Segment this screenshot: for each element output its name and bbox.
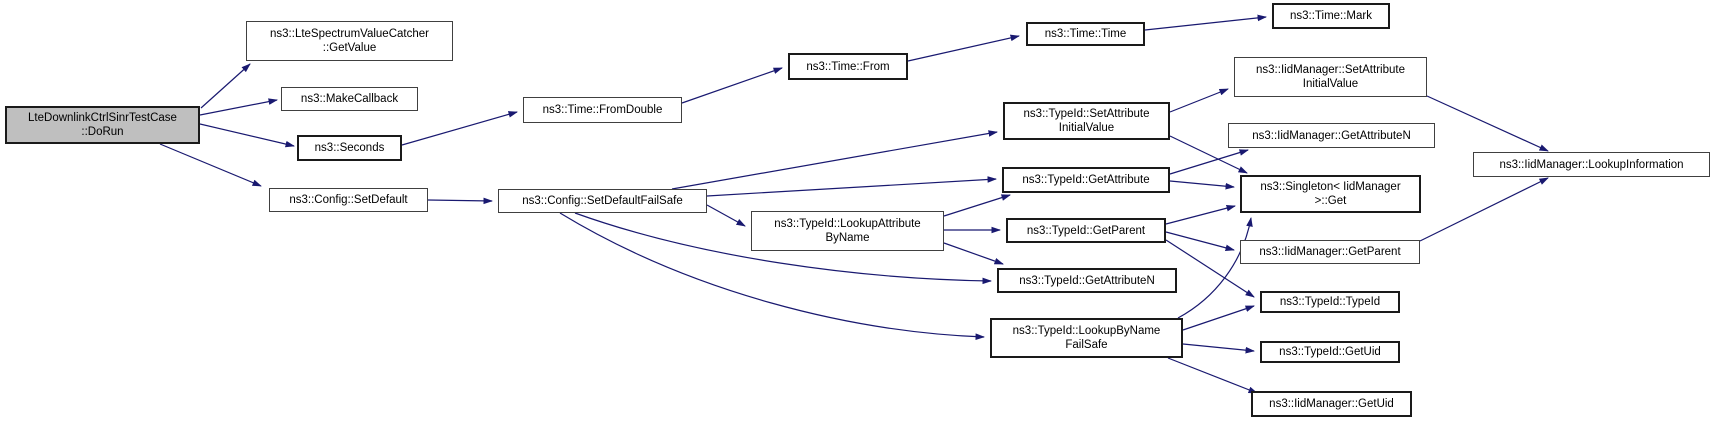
- edge-typeid-getparent-to-iid-getparent: [1165, 231, 1235, 252]
- node-iid-getattributen[interactable]: ns3::IidManager::GetAttributeN: [1228, 123, 1435, 148]
- node-seconds[interactable]: ns3::Seconds: [297, 135, 402, 161]
- edge-typeid-setattrinit-to-iid-setattrinit: [1169, 88, 1229, 113]
- edge-lookupbynamefailsafe-to-iid-getuid: [1167, 357, 1258, 394]
- node-time-time[interactable]: ns3::Time::Time: [1026, 22, 1145, 46]
- node-iid-getparent[interactable]: ns3::IidManager::GetParent: [1240, 240, 1420, 264]
- edge-lookupbynamefailsafe-to-singleton-get: [1177, 217, 1253, 319]
- edge-lookupbynamefailsafe-to-typeid-typeid: [1182, 305, 1255, 331]
- node-lookupbynamefailsafe[interactable]: ns3::TypeId::LookupByName FailSafe: [990, 318, 1183, 358]
- node-typeid-getparent[interactable]: ns3::TypeId::GetParent: [1006, 218, 1166, 243]
- edge-setdefaultfailsafe-to-typeid-getattributen: [574, 212, 992, 285]
- edge-lookupbynamefailsafe-to-typeid-getuid: [1182, 343, 1255, 354]
- node-makecallback[interactable]: ns3::MakeCallback: [281, 87, 418, 111]
- node-time-mark[interactable]: ns3::Time::Mark: [1272, 3, 1390, 29]
- edge-dorun-to-setdefault: [159, 143, 262, 187]
- node-lookupattrbyname[interactable]: ns3::TypeId::LookupAttribute ByName: [751, 211, 944, 251]
- node-iid-getuid[interactable]: ns3::IidManager::GetUid: [1251, 391, 1412, 417]
- node-singleton-get[interactable]: ns3::Singleton< IidManager >::Get: [1240, 175, 1421, 213]
- node-setdefault[interactable]: ns3::Config::SetDefault: [269, 188, 428, 212]
- edge-lookupattrbyname-to-typeid-getattribute: [943, 194, 1011, 217]
- node-typeid-getattributen[interactable]: ns3::TypeId::GetAttributeN: [997, 268, 1177, 293]
- edge-typeid-getattribute-to-singleton-get: [1169, 180, 1235, 190]
- edge-lookupattrbyname-to-typeid-getattributen: [943, 242, 1004, 265]
- node-dorun[interactable]: LteDownlinkCtrlSinrTestCase ::DoRun: [5, 106, 200, 144]
- edge-setdefaultfailsafe-to-lookupattrbyname: [706, 204, 746, 227]
- edge-fromdouble-to-time-from: [681, 67, 783, 104]
- edge-typeid-getattribute-to-iid-getattributen: [1169, 149, 1249, 175]
- node-typeid-setattrinit[interactable]: ns3::TypeId::SetAttribute InitialValue: [1003, 102, 1170, 140]
- edge-dorun-to-seconds: [199, 123, 295, 148]
- edge-typeid-getparent-to-typeid-typeid: [1165, 239, 1255, 298]
- edge-seconds-to-fromdouble: [401, 111, 518, 146]
- edge-setdefault-to-setdefaultfailsafe: [427, 197, 493, 205]
- edge-typeid-setattrinit-to-singleton-get: [1169, 135, 1248, 174]
- node-typeid-getuid[interactable]: ns3::TypeId::GetUid: [1260, 341, 1400, 363]
- node-fromdouble[interactable]: ns3::Time::FromDouble: [523, 97, 682, 123]
- edge-dorun-to-lte-getvalue: [200, 63, 251, 109]
- edge-iid-setattrinit-to-lookupinformation: [1426, 95, 1549, 152]
- node-lookupinformation[interactable]: ns3::IidManager::LookupInformation: [1473, 152, 1710, 177]
- edge-typeid-getparent-to-singleton-get: [1165, 204, 1236, 225]
- node-time-from[interactable]: ns3::Time::From: [788, 53, 908, 80]
- edge-time-time-to-time-mark: [1144, 14, 1267, 31]
- edge-iid-getparent-to-lookupinformation: [1419, 177, 1549, 242]
- edge-setdefaultfailsafe-to-lookupbynamefailsafe: [559, 212, 985, 340]
- node-lte-getvalue[interactable]: ns3::LteSpectrumValueCatcher ::GetValue: [246, 21, 453, 61]
- node-setdefaultfailsafe[interactable]: ns3::Config::SetDefaultFailSafe: [498, 189, 707, 213]
- edge-setdefaultfailsafe-to-typeid-setattrinit: [671, 130, 998, 190]
- edge-setdefaultfailsafe-to-typeid-getattribute: [706, 176, 997, 197]
- node-typeid-typeid[interactable]: ns3::TypeId::TypeId: [1260, 291, 1400, 313]
- edge-time-from-to-time-time: [907, 34, 1020, 62]
- node-iid-setattrinit[interactable]: ns3::IidManager::SetAttribute InitialVal…: [1234, 57, 1427, 97]
- edge-dorun-to-makecallback: [199, 98, 278, 116]
- node-typeid-getattribute[interactable]: ns3::TypeId::GetAttribute: [1002, 167, 1170, 193]
